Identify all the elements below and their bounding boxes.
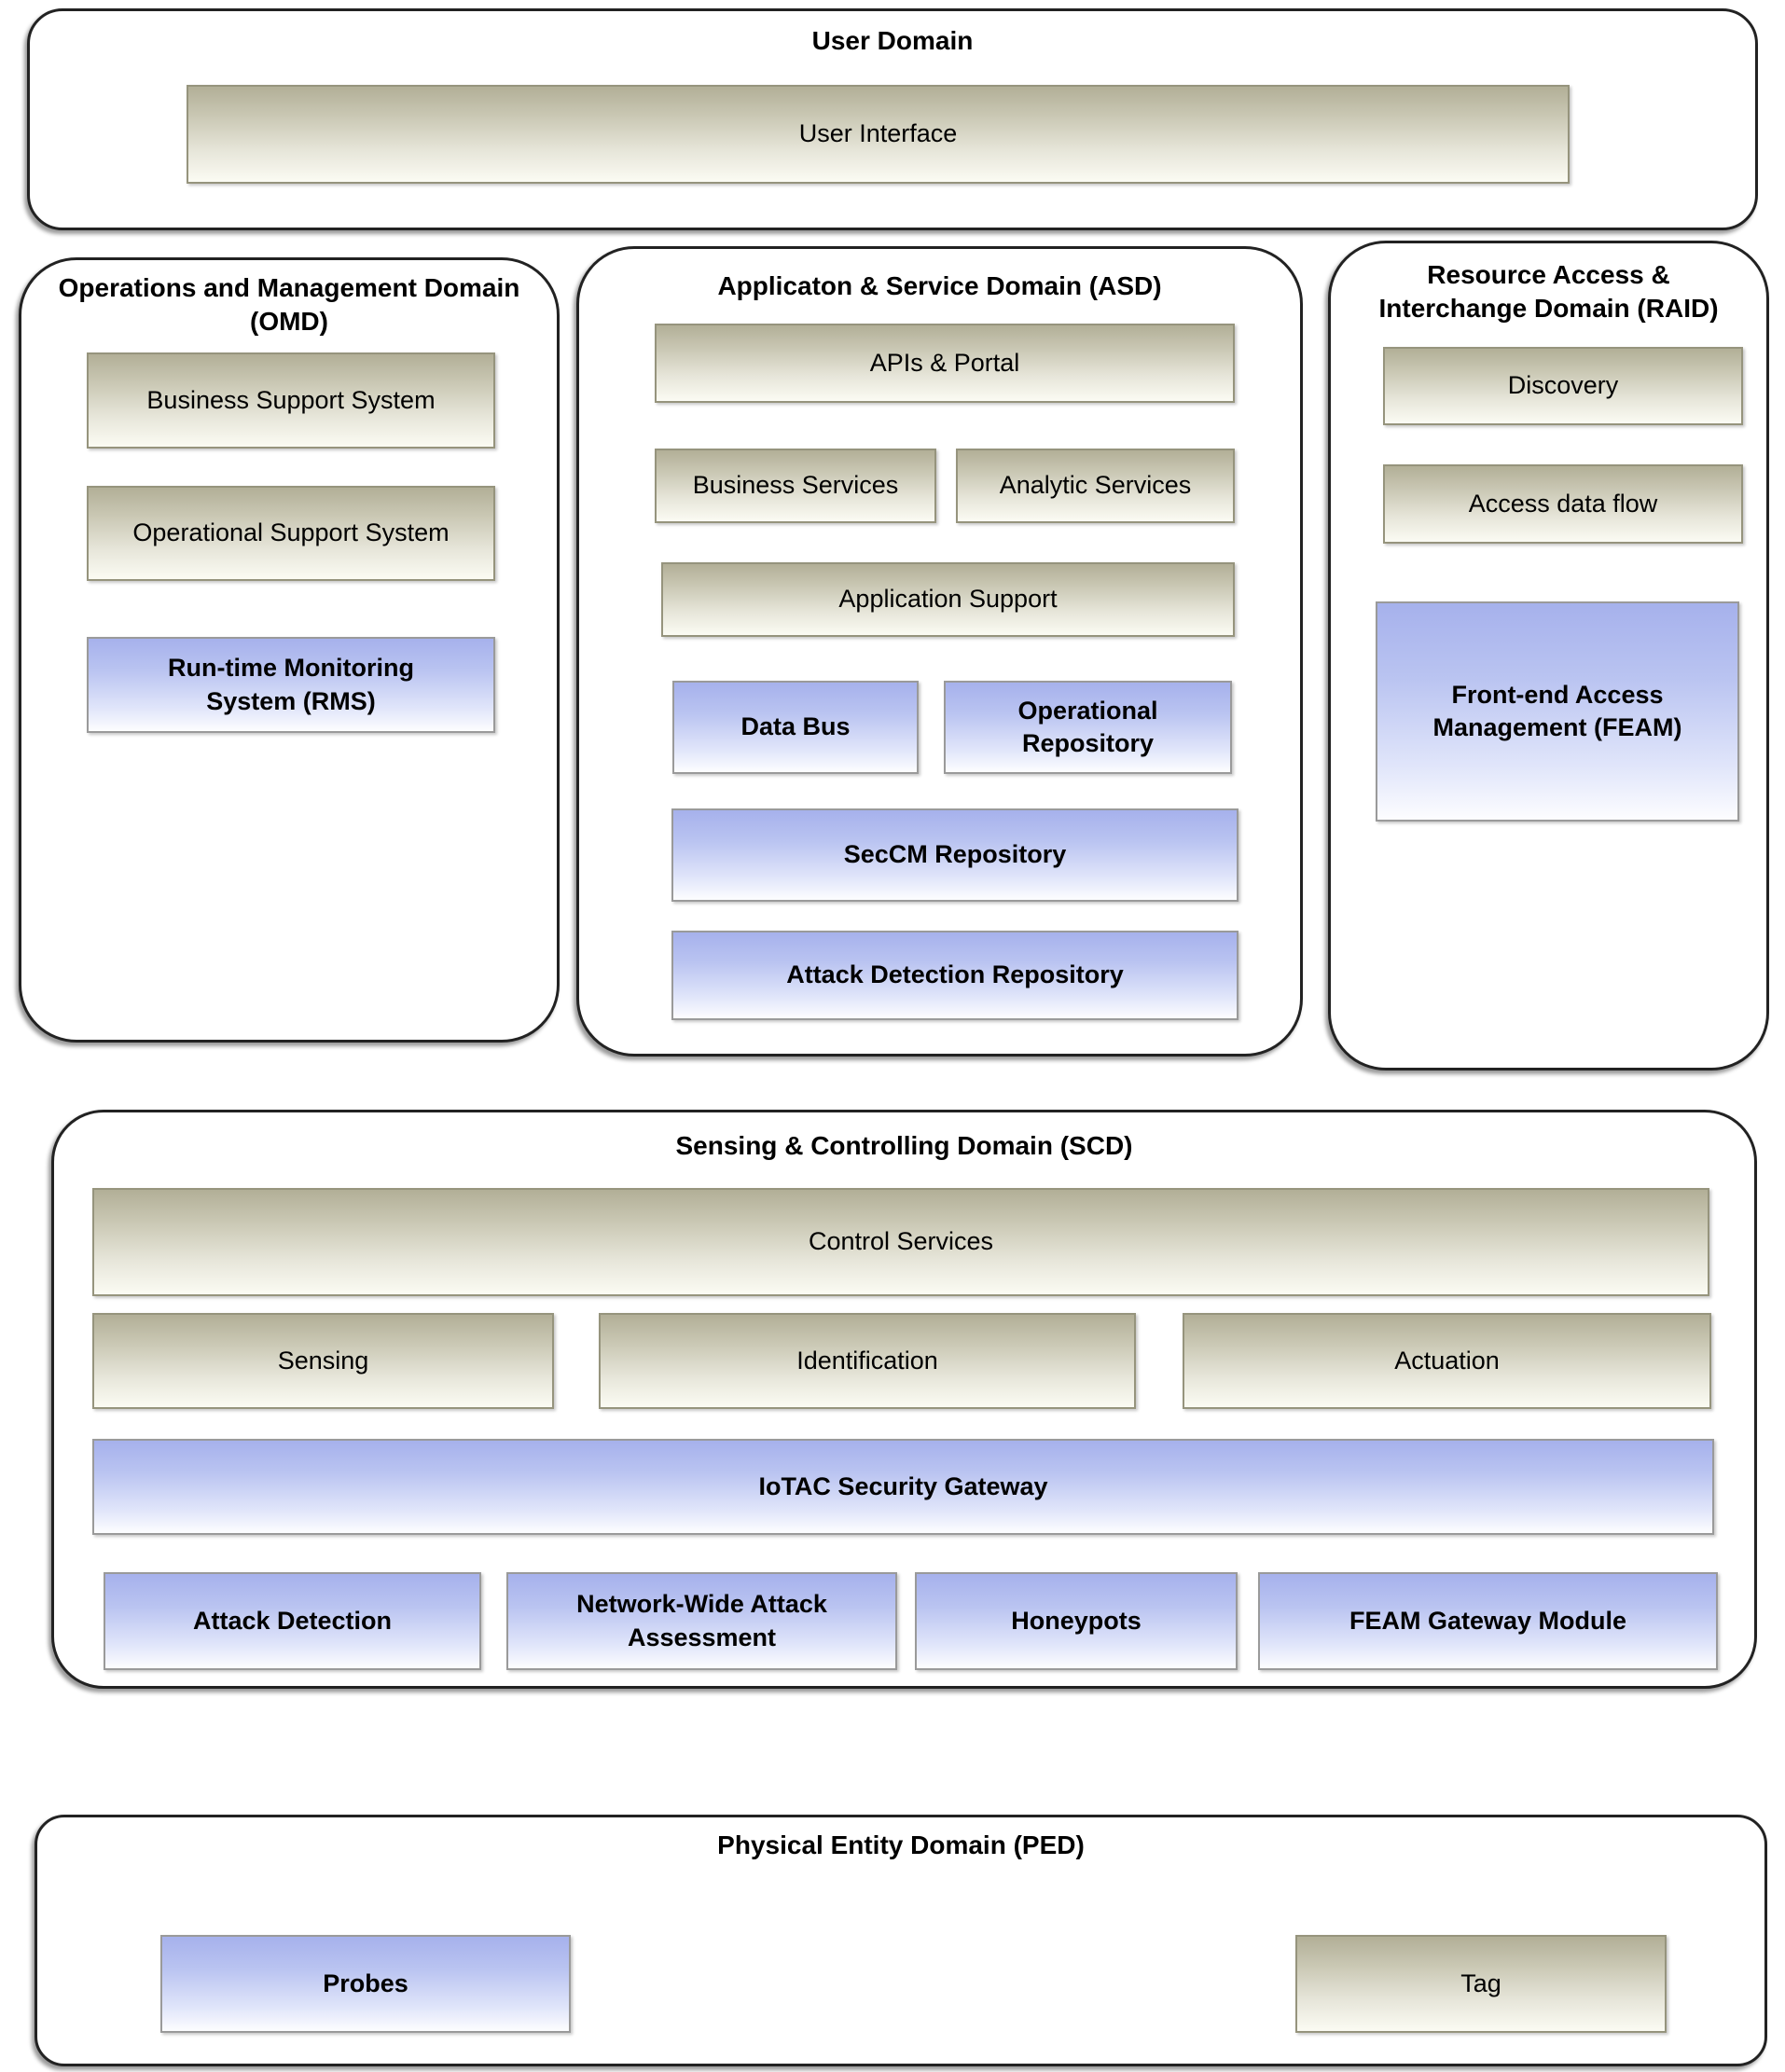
box-discovery: Discovery [1383,347,1743,425]
omd-title: Operations and Management Domain (OMD) [58,273,520,336]
box-analytic-services: Analytic Services [956,449,1235,523]
box-attack-detection-repository: Attack Detection Repository [671,931,1238,1020]
box-user-interface: User Interface [187,85,1570,184]
box-application-support: Application Support [661,562,1235,637]
box-tag: Tag [1295,1935,1667,2033]
panel-asd: Applicaton & Service Domain (ASD) APIs &… [576,246,1303,1057]
box-sensing: Sensing [92,1313,554,1409]
panel-ped: Physical Entity Domain (PED) Probes Tag [35,1815,1767,2066]
box-honeypots: Honeypots [915,1572,1238,1670]
box-data-bus: Data Bus [672,681,919,774]
ped-title: Physical Entity Domain (PED) [717,1830,1085,1859]
panel-scd: Sensing & Controlling Domain (SCD) Contr… [51,1110,1757,1689]
box-business-support-system: Business Support System [87,352,495,449]
box-actuation: Actuation [1183,1313,1711,1409]
scd-title: Sensing & Controlling Domain (SCD) [675,1131,1133,1160]
raid-title: Resource Access & Interchange Domain (RA… [1378,260,1719,323]
box-runtime-monitoring-system: Run-time Monitoring System (RMS) [87,637,495,733]
box-access-data-flow: Access data flow [1383,464,1743,544]
asd-title: Applicaton & Service Domain (ASD) [717,271,1162,300]
box-apis-portal: APIs & Portal [655,324,1235,403]
box-identification: Identification [599,1313,1136,1409]
box-network-wide-attack-assessment: Network-Wide Attack Assessment [506,1572,897,1670]
box-control-services: Control Services [92,1188,1709,1296]
box-feam: Front-end Access Management (FEAM) [1376,601,1739,822]
box-seccm-repository: SecCM Repository [671,808,1238,902]
box-operational-repository: Operational Repository [944,681,1232,774]
box-operational-support-system: Operational Support System [87,486,495,581]
box-attack-detection: Attack Detection [104,1572,481,1670]
box-business-services: Business Services [655,449,936,523]
panel-user-domain: User Domain User Interface [27,8,1758,230]
box-iotac-security-gateway: IoTAC Security Gateway [92,1439,1714,1535]
box-feam-gateway-module: FEAM Gateway Module [1258,1572,1718,1670]
box-probes: Probes [160,1935,571,2033]
panel-omd: Operations and Management Domain (OMD) B… [19,257,560,1043]
panel-raid: Resource Access & Interchange Domain (RA… [1328,241,1769,1071]
user-domain-title: User Domain [811,26,974,55]
